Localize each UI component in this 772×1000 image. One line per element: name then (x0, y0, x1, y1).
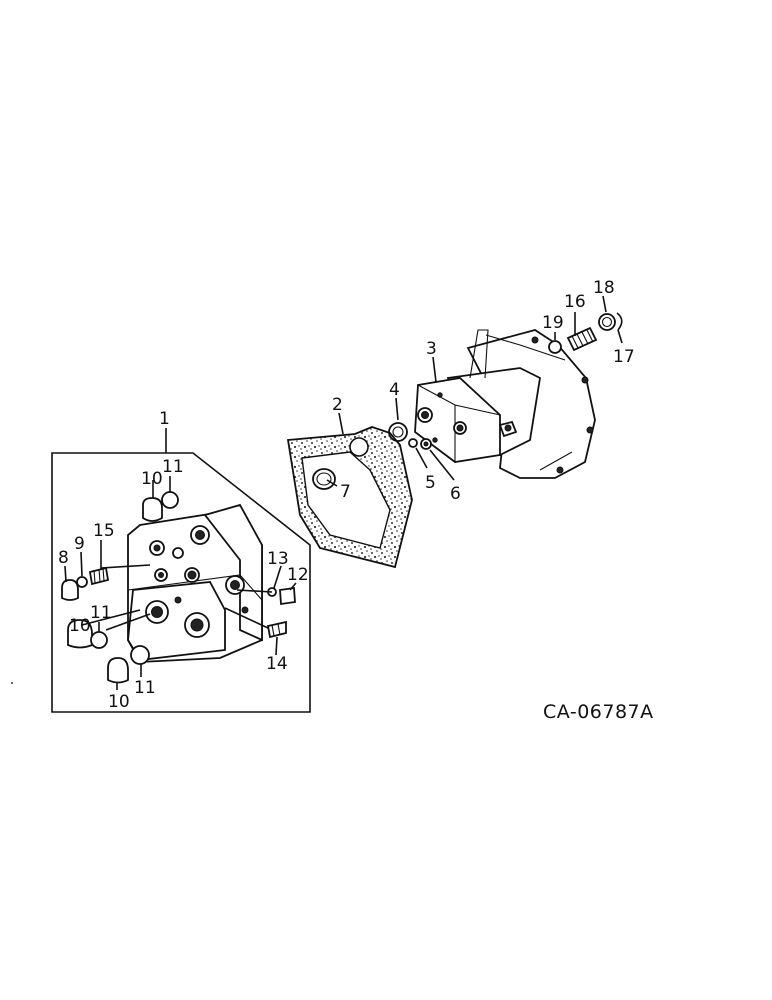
callout-1: 1 (159, 409, 170, 429)
callout-13: 13 (267, 549, 289, 569)
callout-6: 6 (450, 484, 461, 504)
callout-8: 8 (58, 548, 69, 568)
reference-code: CA-06787A (543, 701, 654, 723)
rear-plug-assembly (548, 312, 623, 354)
speck (11, 682, 13, 684)
callout-16: 16 (564, 292, 586, 312)
gasket (286, 426, 413, 569)
plug-top (142, 491, 179, 522)
callout-11-bottom: 11 (134, 678, 156, 698)
valve-block (127, 503, 263, 663)
callout-10-top: 10 (141, 469, 163, 489)
callout-11-top: 11 (162, 457, 184, 477)
callout-15: 15 (93, 521, 115, 541)
callout-4: 4 (389, 380, 400, 400)
plug-left (61, 566, 110, 601)
pump-body (414, 329, 596, 479)
callout-10-bottom: 10 (108, 692, 130, 712)
callout-5: 5 (425, 473, 436, 493)
callout-10-middle: 10 (69, 616, 91, 636)
callout-2: 2 (332, 395, 343, 415)
callout-17: 17 (613, 347, 635, 367)
callout-3: 3 (426, 339, 437, 359)
callout-12: 12 (287, 565, 309, 585)
right-fittings (266, 586, 296, 639)
callout-labels: 1 2 3 4 5 6 7 8 9 10 10 10 11 11 11 12 1… (58, 278, 635, 712)
callout-14: 14 (266, 654, 288, 674)
small-o-ring (408, 438, 432, 450)
callout-9: 9 (74, 534, 85, 554)
plug-lower (67, 619, 150, 684)
leader-lines (64, 295, 623, 690)
callout-7: 7 (340, 482, 351, 502)
callout-19: 19 (542, 313, 564, 333)
callout-18: 18 (593, 278, 615, 298)
valve-block-inset (51, 452, 311, 713)
callout-11-middle: 11 (90, 603, 112, 623)
